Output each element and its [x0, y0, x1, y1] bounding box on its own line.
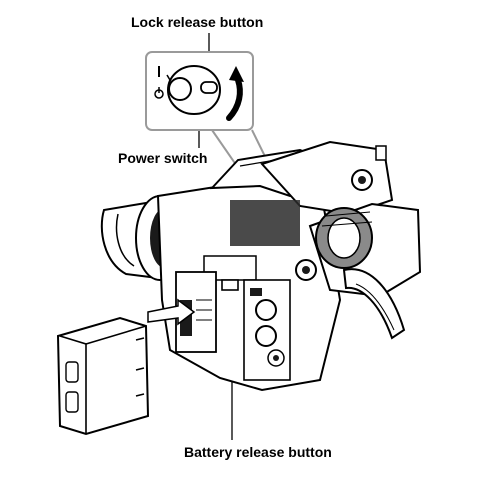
lock-release-button-label: Lock release button: [131, 14, 264, 30]
battery-release-button-label: Battery release button: [184, 444, 332, 460]
power-switch-knob: [168, 77, 192, 101]
power-switch-label: Power switch: [118, 150, 208, 166]
rotate-arrow-icon: [226, 66, 244, 121]
camcorder: [56, 140, 422, 436]
lock-release-button: [200, 81, 218, 94]
body-battery-release-button: [221, 279, 239, 291]
power-icon: [154, 87, 164, 99]
insertion-arrow: [147, 298, 196, 326]
switch-tick: [166, 74, 171, 81]
battery-pack: [56, 316, 150, 436]
